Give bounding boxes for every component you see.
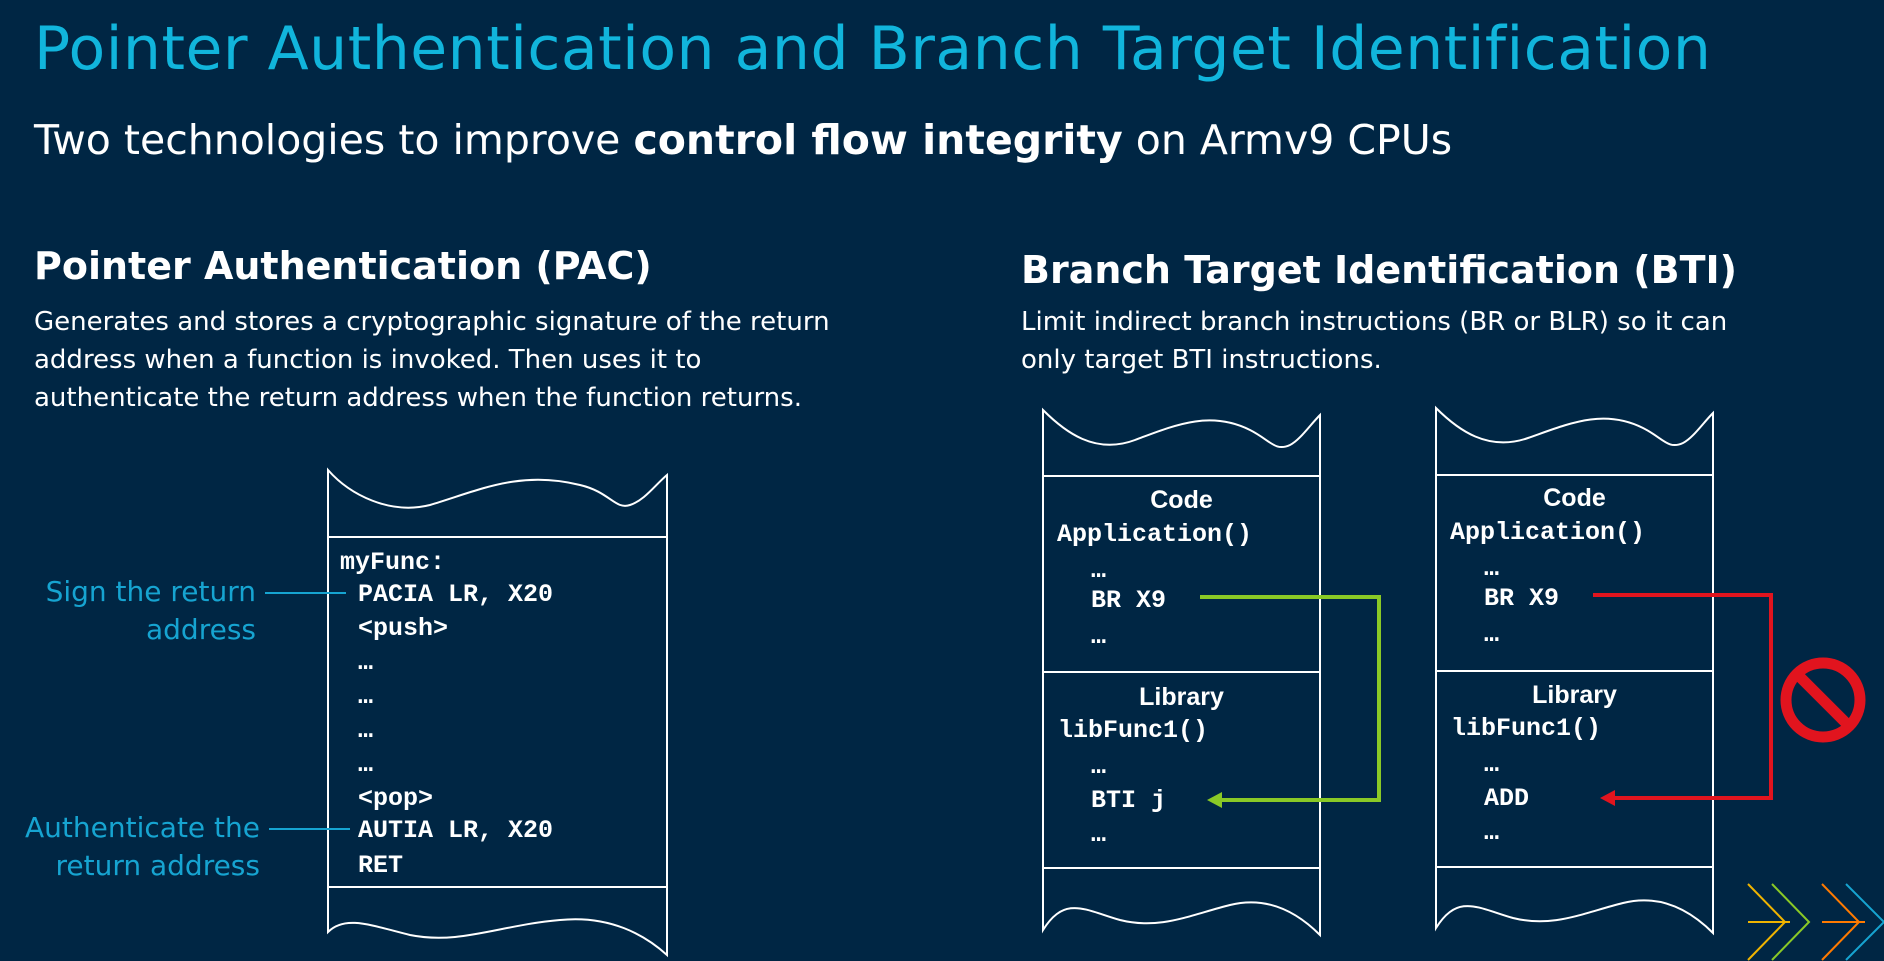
pac-description: Generates and stores a cryptographic sig… <box>34 303 934 417</box>
pac-code-line: … <box>358 648 374 677</box>
pac-description-line: address when a function is invoked. Then… <box>34 345 702 375</box>
allowed-lib-line: … <box>1091 752 1107 781</box>
pac-top-tear <box>327 467 668 538</box>
blocked-code-func: Application() <box>1450 518 1646 547</box>
auth-note-line: Authenticate the <box>25 811 260 844</box>
pac-heading: Pointer Authentication (PAC) <box>34 244 652 288</box>
blocked-code-line: … <box>1484 554 1500 583</box>
blocked-lib-line: ADD <box>1484 784 1530 813</box>
bti-blocked-bottom-tear <box>1435 866 1714 936</box>
allowed-lib-func: libFunc1() <box>1058 716 1209 745</box>
allowed-code-func: Application() <box>1057 520 1253 549</box>
pac-code-line: PACIA LR, X20 <box>358 580 554 609</box>
pac-code-line: AUTIA LR, X20 <box>358 816 554 845</box>
allowed-code-line: … <box>1091 622 1107 651</box>
blocked-code-line: … <box>1484 620 1500 649</box>
bti-description-line: Limit indirect branch instructions (BR o… <box>1021 307 1728 337</box>
prohibited-icon <box>1780 657 1866 743</box>
bti-description-line: only target BTI instructions. <box>1021 345 1382 375</box>
pac-code-line: … <box>358 682 374 711</box>
blocked-lib-caption: Library <box>1532 681 1617 709</box>
allowed-lib-caption: Library <box>1139 683 1224 711</box>
blocked-lib-func: libFunc1() <box>1451 714 1602 743</box>
subtitle-post: on Armv9 CPUs <box>1122 116 1453 164</box>
allowed-lib-line: … <box>1091 820 1107 849</box>
blocked-lib-line: … <box>1484 750 1500 779</box>
pac-code-line: <push> <box>358 614 449 643</box>
auth-note: Authenticate the return address <box>25 809 260 885</box>
slide-title: Pointer Authentication and Branch Target… <box>34 14 1712 84</box>
bti-allowed-bottom-tear <box>1042 867 1321 938</box>
allowed-branch-arrow <box>1200 595 1381 808</box>
pac-bottom-tear <box>327 886 668 958</box>
subtitle-bold: control flow integrity <box>633 116 1123 164</box>
allowed-lib-line: BTI j <box>1091 786 1167 815</box>
allowed-code-line: BR X9 <box>1091 586 1167 615</box>
pac-code-line: … <box>358 716 374 745</box>
allowed-code-line: … <box>1091 556 1107 585</box>
pac-description-line: Generates and stores a cryptographic sig… <box>34 307 830 337</box>
bti-allowed-block <box>1042 407 1321 938</box>
bti-allowed-top-tear <box>1042 407 1321 477</box>
sign-note-line: address <box>145 613 256 646</box>
pac-code-line: RET <box>358 851 404 880</box>
blocked-lib-line: … <box>1484 818 1500 847</box>
blocked-code-line: BR X9 <box>1484 584 1560 613</box>
pac-code-label: myFunc: <box>340 548 446 577</box>
slide-subtitle: Two technologies to improve control flow… <box>34 116 1452 164</box>
pac-memory-block <box>327 467 668 958</box>
bti-heading: Branch Target Identification (BTI) <box>1021 248 1738 292</box>
blocked-branch-arrow <box>1593 593 1773 806</box>
bti-blocked-block <box>1435 405 1714 936</box>
sign-note: Sign the return address <box>46 573 256 649</box>
bti-blocked-top-tear <box>1435 405 1714 476</box>
pac-code-line: … <box>358 750 374 779</box>
subtitle-pre: Two technologies to improve <box>34 116 634 164</box>
blocked-code-caption: Code <box>1543 484 1606 512</box>
corner-chevrons-icon <box>1747 883 1884 961</box>
sign-note-line: Sign the return <box>45 575 256 608</box>
pac-code-line: <pop> <box>358 784 434 813</box>
allowed-code-caption: Code <box>1150 486 1213 514</box>
auth-note-line: return address <box>55 849 260 882</box>
bti-description: Limit indirect branch instructions (BR o… <box>1021 303 1841 379</box>
pac-description-line: authenticate the return address when the… <box>34 383 802 413</box>
